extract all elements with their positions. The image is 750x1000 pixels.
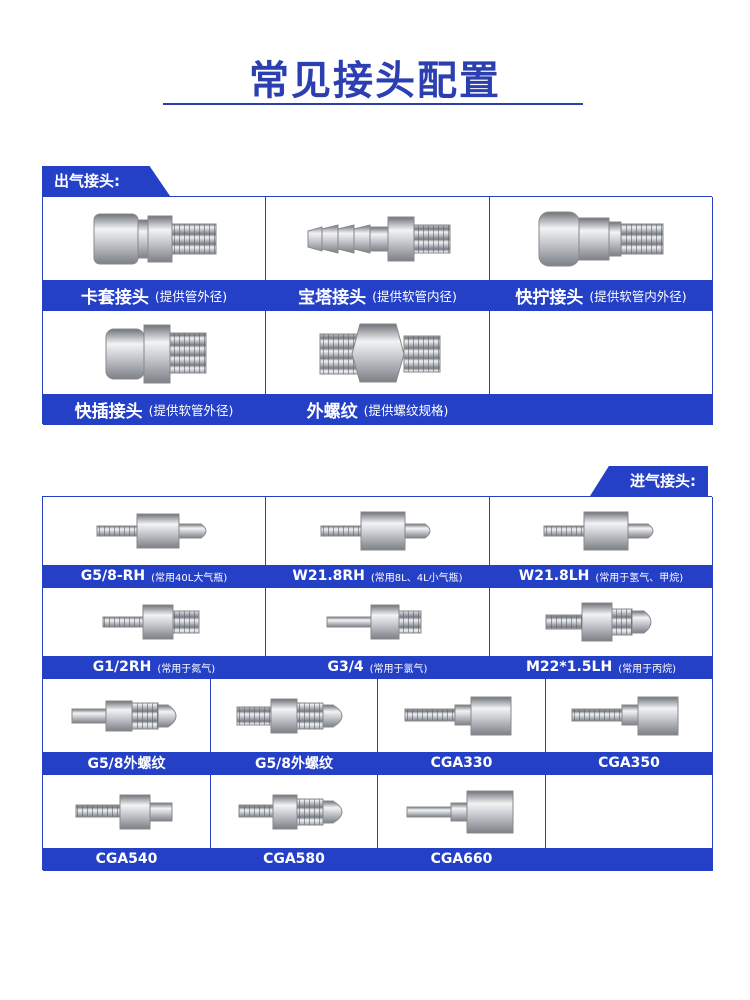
inlet-item[interactable]: G3/4 (常用于氯气) [266, 588, 490, 679]
cga350-connector-icon [546, 679, 712, 752]
outlet-heading: 出气接头: [42, 166, 170, 196]
item-note: (常用于丙烷) [618, 663, 676, 675]
outlet-item[interactable]: 外螺纹 (提供螺纹规格) [266, 311, 490, 425]
item-name: CGA350 [598, 755, 660, 771]
inlet-grid: G5/8-RH (常用40L大气瓶) W21.8RH (常用8L、4L小气瓶) [42, 496, 713, 871]
item-name: CGA660 [430, 851, 493, 867]
cga580-connector-icon [211, 775, 377, 848]
inlet-item[interactable]: CGA350 [546, 679, 713, 775]
w218-lh-connector-icon [490, 497, 712, 565]
item-note: (提供管外径) [154, 288, 228, 304]
cga330-connector-icon [378, 679, 545, 752]
outlet-grid: 卡套接头 (提供管外径) 宝塔接头 (提供软管内径) 快拧接头 (提供软管内外径) [42, 196, 713, 425]
g34-connector-icon [266, 588, 489, 656]
item-name: CGA580 [263, 851, 325, 867]
inlet-item[interactable]: M22*1.5LH (常用于丙烷) [490, 588, 713, 679]
inlet-item[interactable]: CGA330 [378, 679, 546, 775]
hose-barb-fitting-icon [266, 197, 489, 280]
inlet-heading: 进气接头: [590, 466, 708, 496]
inlet-item[interactable]: G1/2RH (常用于氮气) [43, 588, 266, 679]
item-note: (常用8L、4L小气瓶) [370, 572, 463, 584]
item-note: (提供螺纹规格) [363, 402, 449, 418]
empty-cell [546, 775, 713, 871]
outlet-item[interactable]: 宝塔接头 (提供软管内径) [266, 197, 490, 311]
item-name: G5/8外螺纹 [254, 756, 334, 772]
item-name: CGA330 [430, 755, 493, 771]
item-name: M22*1.5LH [526, 659, 613, 675]
item-note: (提供软管内径) [372, 288, 457, 304]
item-note: (提供软管外径) [148, 402, 234, 418]
page-title: 常见接头配置 [249, 58, 501, 104]
inlet-item[interactable]: W21.8LH (常用于氢气、甲烷) [490, 497, 713, 588]
title-underline [163, 103, 583, 105]
item-note: (常用于氮气) [157, 663, 216, 675]
male-thread-fitting-icon [266, 311, 489, 394]
inlet-item[interactable]: CGA580 [211, 775, 378, 871]
inlet-item[interactable]: G5/8外螺纹 [211, 679, 378, 775]
item-name: 卡套接头 [80, 287, 149, 308]
push-in-fitting-icon [43, 311, 265, 394]
outlet-item[interactable]: 快拧接头 (提供软管内外径) [490, 197, 713, 311]
item-name: 快插接头 [74, 401, 143, 422]
g58-male-connector-icon [43, 679, 210, 752]
cga660-connector-icon [378, 775, 545, 848]
item-name: 外螺纹 [306, 401, 358, 422]
quick-twist-fitting-icon [490, 197, 712, 280]
item-note: (常用40L大气瓶) [151, 572, 228, 584]
compression-fitting-icon [43, 197, 265, 280]
item-name: 快拧接头 [515, 287, 584, 308]
item-note: (提供软管内外径) [589, 288, 687, 304]
item-name: 宝塔接头 [298, 287, 367, 308]
item-name: G1/2RH [92, 659, 152, 675]
inlet-item[interactable]: CGA660 [378, 775, 546, 871]
w218-rh-connector-icon [266, 497, 489, 565]
empty-cell [490, 311, 713, 425]
item-name: W21.8LH [518, 568, 590, 584]
outlet-item[interactable]: 卡套接头 (提供管外径) [43, 197, 266, 311]
inlet-item[interactable]: G5/8外螺纹 [43, 679, 211, 775]
cga540-connector-icon [43, 775, 210, 848]
item-name: G3/4 [327, 659, 364, 675]
g58-male-connector-icon [211, 679, 377, 752]
g58-rh-connector-icon [43, 497, 265, 565]
item-name: G5/8-RH [80, 568, 146, 584]
item-name: CGA540 [95, 851, 158, 867]
inlet-item[interactable]: G5/8-RH (常用40L大气瓶) [43, 497, 266, 588]
item-note: (常用于氯气) [369, 663, 428, 675]
inlet-item[interactable]: W21.8RH (常用8L、4L小气瓶) [266, 497, 490, 588]
inlet-item[interactable]: CGA540 [43, 775, 211, 871]
m22-lh-connector-icon [490, 588, 712, 656]
item-name: W21.8RH [292, 568, 365, 584]
outlet-item[interactable]: 快插接头 (提供软管外径) [43, 311, 266, 425]
item-note: (常用于氢气、甲烷) [595, 572, 684, 584]
g12-rh-connector-icon [43, 588, 265, 656]
item-name: G5/8外螺纹 [87, 756, 166, 772]
